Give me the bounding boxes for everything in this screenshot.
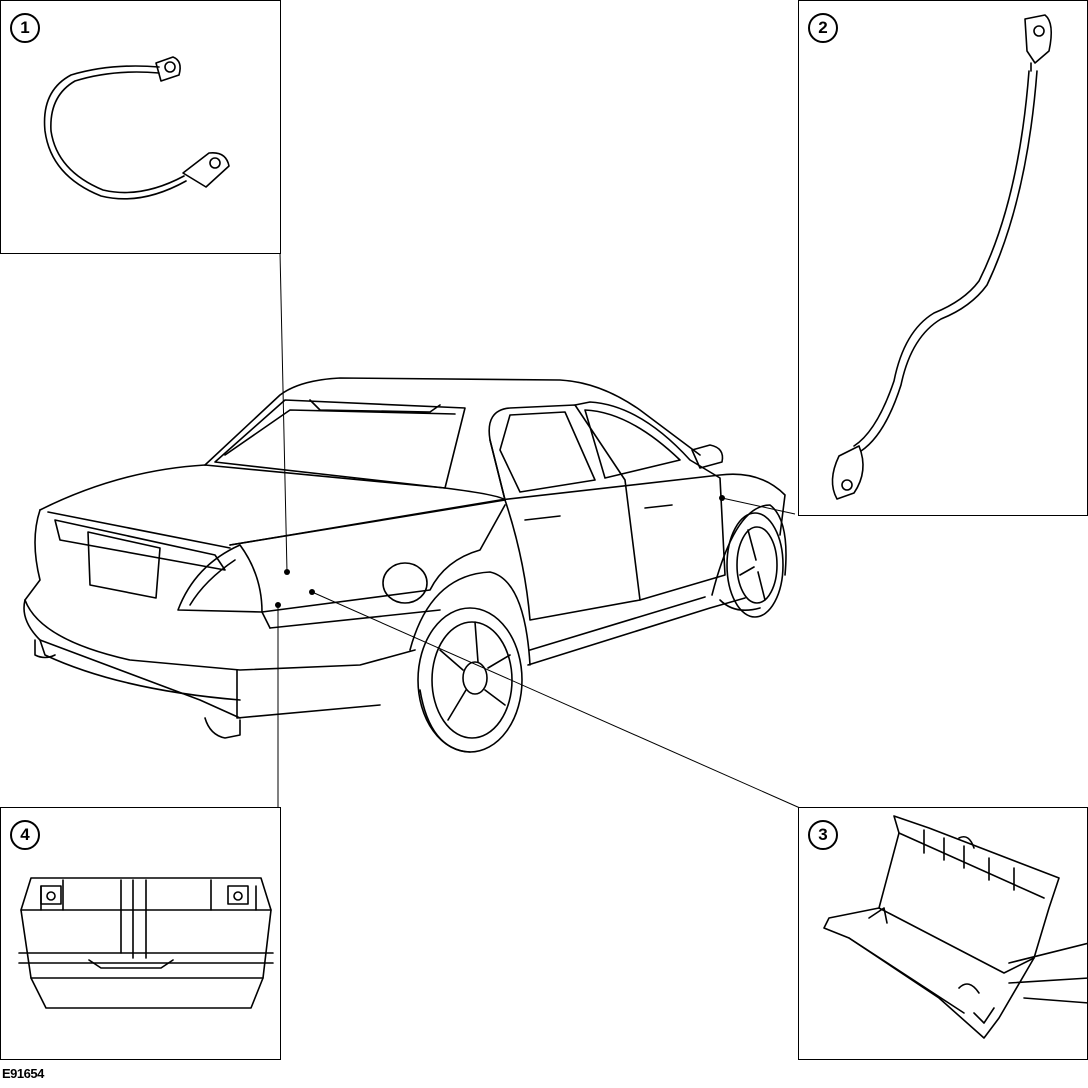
leader-line-1 [279,251,288,573]
inset-panel-4: 4 [0,807,281,1060]
exhaust [204,717,241,739]
tail-lamp [177,544,263,613]
rear-door [488,404,641,621]
front-wheel [726,512,784,618]
inset-panel-3: 3 [798,807,1088,1060]
trunk-lid [39,464,506,546]
leader-dot-3 [309,589,315,595]
sill [527,597,746,666]
body-side [229,473,786,546]
license-plate [87,531,161,599]
side-mirror [691,444,724,469]
reference-code: E91654 [2,1066,44,1081]
callout-badge: 2 [808,13,838,43]
roof-outline [204,377,701,466]
cable-drawing [831,14,1053,500]
rear-bumper [24,599,416,671]
leader-line-2 [721,497,796,515]
leader-line-3 [311,591,801,809]
callout-badge: 1 [10,13,40,43]
battery-tray-drawing [823,815,1088,1039]
rear-door-window [499,411,596,493]
cable-drawing [43,56,230,200]
leader-dot-1 [284,569,290,575]
callout-badge: 3 [808,820,838,850]
battery-drawing [18,877,274,1009]
leader-dot-2 [719,495,725,501]
front-door-window [584,409,681,479]
inset-panel-1: 1 [0,0,281,254]
fuel-door [382,562,428,604]
leader-dot-4 [275,602,281,608]
rear-wheel-arch [409,571,531,666]
inset-panel-2: 2 [798,0,1088,516]
front-wheel-arch [711,504,787,596]
rear-window [214,399,466,489]
callout-badge: 4 [10,820,40,850]
front-door [574,401,726,601]
